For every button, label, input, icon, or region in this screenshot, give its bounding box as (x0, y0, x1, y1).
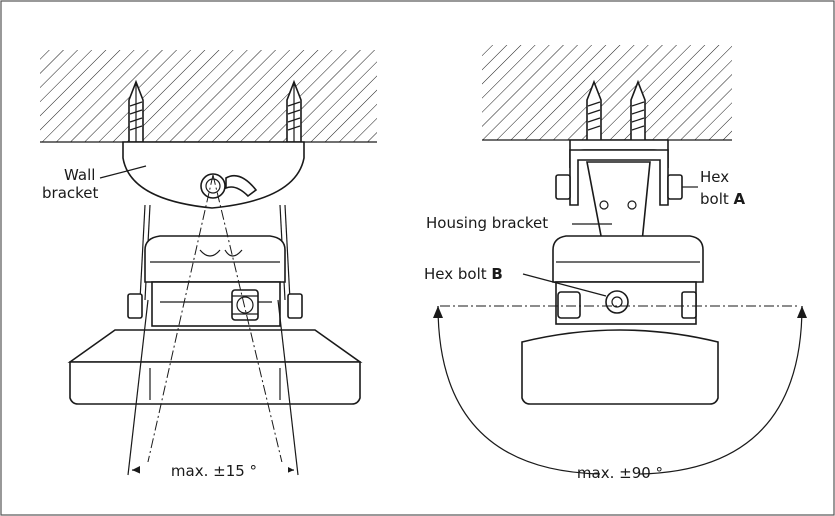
wall-bracket-slot (225, 174, 258, 198)
hex-bolt-a-letter: A (734, 190, 746, 208)
hex-bolt-a-icon (555, 174, 683, 200)
left-wall-plug-1 (128, 79, 144, 143)
left-angle-label: max. ±15 ° (171, 462, 257, 480)
hex-bolt-a-prefix: bolt (700, 190, 734, 208)
wall-bracket-bolt-icon (200, 173, 226, 199)
hex-bolt-a-label-line2: bolt A (700, 190, 746, 208)
hex-bolt-b-label: Hex bolt B (424, 265, 503, 283)
hex-bolt-b-letter: B (491, 265, 502, 283)
left-sensor-base (67, 329, 363, 363)
left-sensor-cap (144, 235, 286, 283)
left-ceiling-hatch (40, 50, 377, 142)
hex-bolt-a-label-line1: Hex (700, 168, 729, 186)
wall-bracket-label-line2: bracket (42, 184, 99, 202)
right-ceiling-hatch (482, 45, 732, 140)
right-angle-label: max. ±90 ° (577, 464, 663, 482)
hex-bolt-b-icon (605, 290, 629, 314)
left-mounting-view: max. ±15 ° Wall bracket (40, 50, 377, 480)
right-angle-arc (437, 305, 803, 475)
left-sensor-body (151, 281, 281, 327)
right-mounting-view: max. ±90 ° Hex bolt A Housing bracket He… (424, 45, 807, 482)
wall-bracket-label-line1: Wall (64, 166, 95, 184)
wall-bracket-leader (99, 165, 147, 179)
housing-bracket-label: Housing bracket (426, 214, 548, 232)
hex-bolt-b-prefix: Hex bolt (424, 265, 491, 283)
left-cable-gland-icon (231, 289, 259, 321)
